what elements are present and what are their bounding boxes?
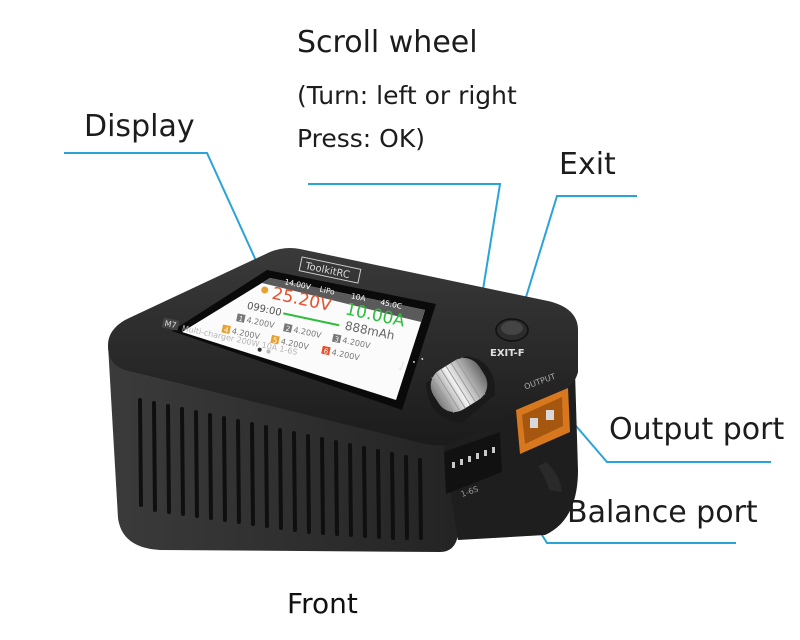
- scroll-wheel-turn-note: (Turn: left or right: [297, 81, 517, 110]
- exit-label: Exit: [559, 147, 616, 182]
- display-leader: [64, 152, 264, 277]
- cell-index: 1: [238, 315, 244, 324]
- exit-button[interactable]: [495, 318, 529, 342]
- voltage-dot: [261, 286, 269, 294]
- status-item: 10A: [350, 291, 367, 303]
- model-badge-text: M7: [164, 319, 178, 330]
- page-dot: [266, 349, 271, 354]
- model-badge: [161, 317, 180, 331]
- page-dot: [257, 347, 262, 352]
- vent-slots: [138, 398, 423, 540]
- screen: [182, 278, 425, 400]
- screen-status-bar: [262, 278, 425, 322]
- figure-caption: Front: [287, 587, 358, 620]
- exit-button-label: EXIT-F: [490, 348, 525, 359]
- brand-box: [298, 256, 362, 284]
- scroll-wheel-label: Scroll wheel: [297, 25, 478, 60]
- cell-index: 5: [272, 336, 278, 345]
- balance-port-label: Balance port: [567, 495, 758, 530]
- balance-connector: [444, 432, 502, 494]
- device-foot: [538, 462, 562, 492]
- output-connector: [516, 388, 570, 454]
- cell-index: 4: [223, 326, 230, 335]
- cell-index: 3: [334, 335, 340, 344]
- exit-leader: [514, 195, 637, 334]
- scroll-wheel-press-note: Press: OK): [297, 124, 425, 153]
- progress-bar: [283, 312, 340, 327]
- status-item: LiPo: [319, 285, 336, 297]
- scroll-wheel[interactable]: [424, 351, 496, 423]
- display-label: Display: [84, 109, 195, 144]
- cell-index: 2: [285, 325, 291, 334]
- status-item: 45.0C: [380, 298, 403, 311]
- cell-index: 6: [323, 347, 330, 356]
- output-port-label: Output port: [609, 412, 785, 447]
